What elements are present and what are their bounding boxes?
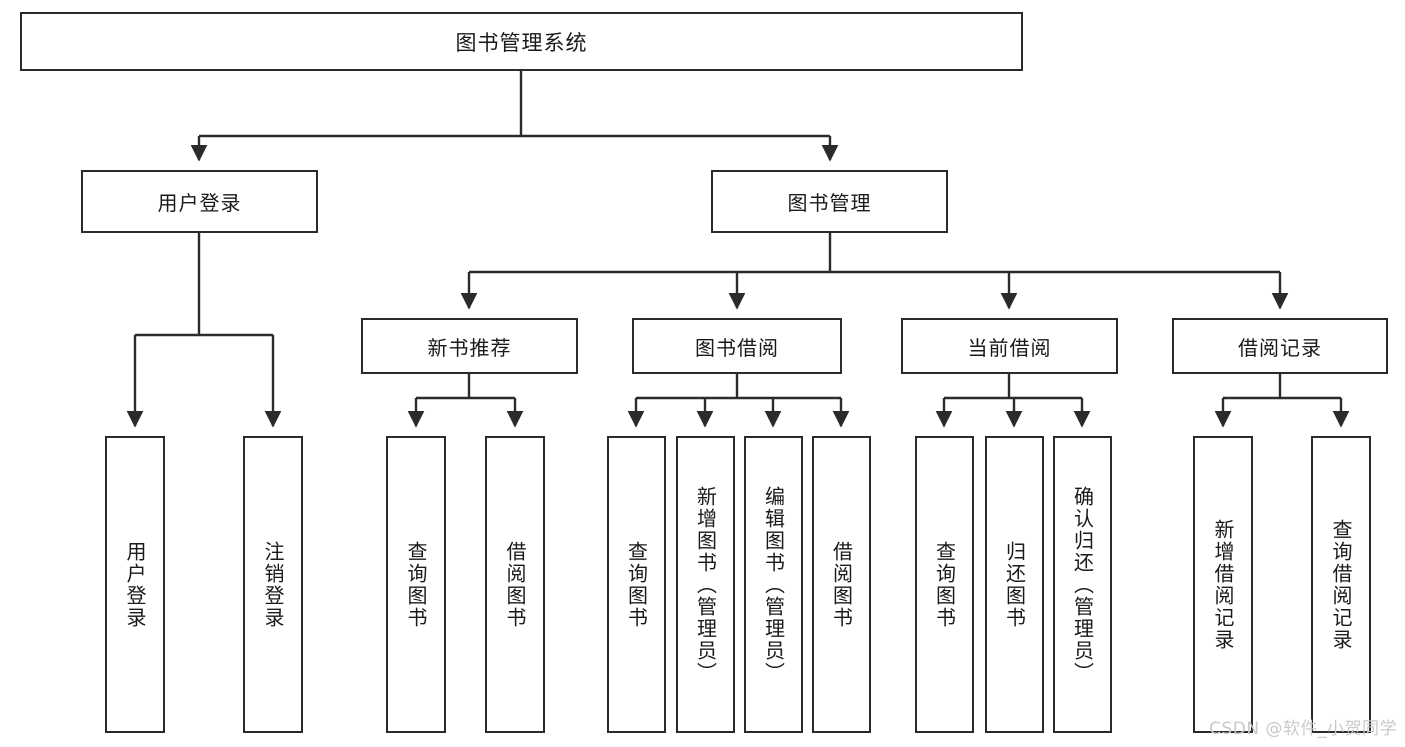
node-label: 借阅记录	[1238, 335, 1322, 360]
node-label: 新增图书（管理员）	[693, 485, 718, 684]
node-label: 注销登录	[261, 540, 285, 629]
leaf-node[interactable]: 借阅图书	[485, 436, 545, 733]
leaf-node[interactable]: 归还图书	[985, 436, 1044, 733]
edge-group-borrow-records	[1214, 374, 1350, 428]
edge-group-user-login	[126, 233, 282, 428]
edge-group-borrow	[627, 374, 850, 428]
node-label: 图书借阅	[695, 335, 779, 360]
node-root-system[interactable]: 图书管理系统	[20, 12, 1023, 71]
edge-group-book-mgmt	[460, 233, 1289, 310]
node-label: 用户登录	[123, 540, 147, 629]
leaf-node[interactable]: 查询图书	[915, 436, 974, 733]
node-label: 编辑图书（管理员）	[761, 485, 786, 684]
node-label: 新书推荐	[427, 335, 512, 360]
edge-group-new-books	[407, 374, 524, 428]
node-label: 新增借阅记录	[1211, 518, 1235, 651]
node-label: 归还图书	[1002, 540, 1027, 629]
leaf-node[interactable]: 用户登录	[105, 436, 165, 733]
node-label: 借阅图书	[503, 540, 527, 629]
leaf-node[interactable]: 查询借阅记录	[1311, 436, 1371, 733]
node-book-management[interactable]: 图书管理	[711, 170, 948, 233]
node-book-borrow[interactable]: 图书借阅	[632, 318, 842, 374]
node-label: 图书管理系统	[455, 30, 588, 55]
watermark-text: CSDN @软件_小贺同学	[1209, 719, 1397, 739]
leaf-node[interactable]: 确认归还（管理员）	[1053, 436, 1112, 733]
node-borrow-record[interactable]: 借阅记录	[1172, 318, 1388, 374]
node-label: 借阅图书	[829, 540, 854, 629]
node-label: 查询图书	[932, 540, 957, 629]
leaf-node[interactable]: 新增借阅记录	[1193, 436, 1253, 733]
leaf-node[interactable]: 查询图书	[607, 436, 666, 733]
node-user-login[interactable]: 用户登录	[81, 170, 318, 233]
leaf-node[interactable]: 注销登录	[243, 436, 303, 733]
node-current-borrow[interactable]: 当前借阅	[901, 318, 1118, 374]
node-label: 查询图书	[624, 540, 649, 629]
node-new-book-recommend[interactable]: 新书推荐	[361, 318, 578, 374]
leaf-node[interactable]: 编辑图书（管理员）	[744, 436, 803, 733]
node-label: 确认归还（管理员）	[1070, 485, 1095, 684]
edge-group-root	[190, 71, 839, 162]
edge-group-current-borrow	[935, 374, 1091, 428]
node-label: 用户登录	[157, 191, 242, 215]
node-label: 当前借阅	[967, 335, 1052, 360]
node-label: 查询借阅记录	[1329, 518, 1353, 651]
node-label: 图书管理	[787, 191, 872, 215]
leaf-node[interactable]: 借阅图书	[812, 436, 871, 733]
leaf-node[interactable]: 查询图书	[386, 436, 446, 733]
leaf-node[interactable]: 新增图书（管理员）	[676, 436, 735, 733]
node-label: 查询图书	[404, 540, 428, 629]
